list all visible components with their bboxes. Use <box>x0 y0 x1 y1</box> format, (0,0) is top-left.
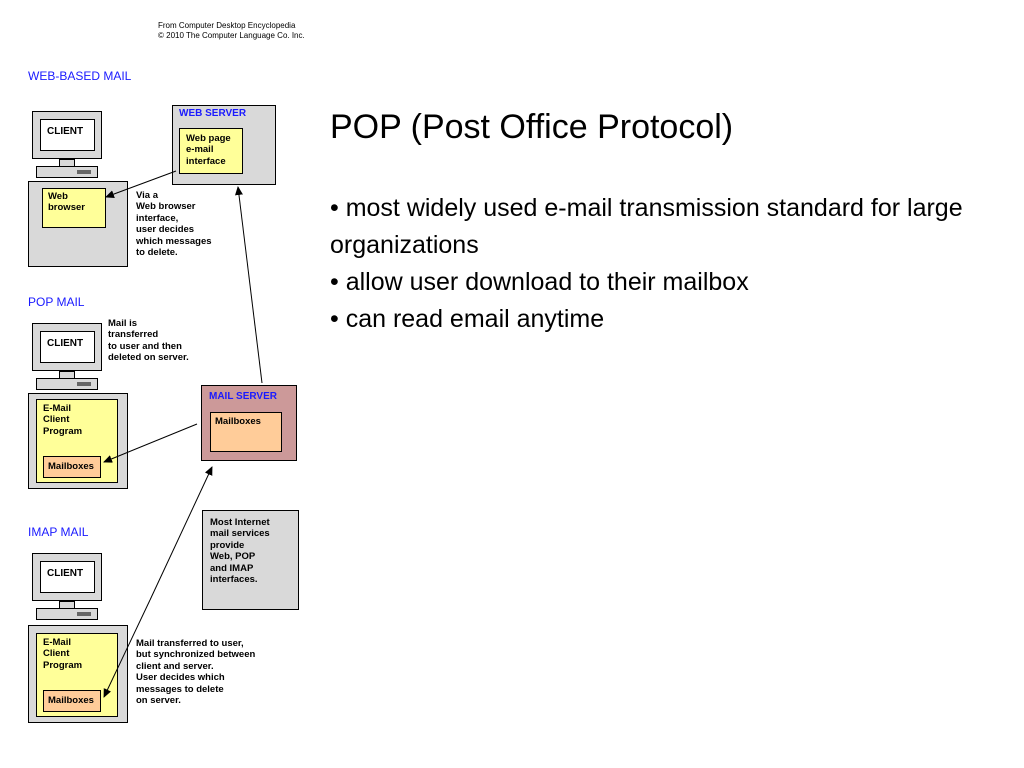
web-page-interface-box: Web page e-mail interface <box>179 128 243 174</box>
credit-line-1: From Computer Desktop Encyclopedia <box>158 21 296 30</box>
arrow-imap-link-to-mailboxes <box>103 599 151 698</box>
web-browser-box: Web browser <box>42 188 106 228</box>
pop-mail-note: Mail is transferred to user and then del… <box>108 318 189 364</box>
bullet-3: • can read email anytime <box>330 305 605 333</box>
imap-program-label: E-Mail Client Program <box>43 637 83 671</box>
source-credit: From Computer Desktop Encyclopedia © 201… <box>158 21 305 41</box>
mail-server-box: MAIL SERVER Mailboxes <box>201 385 297 461</box>
diagram-arrows <box>103 170 263 698</box>
arrow-web-server-to-browser <box>105 170 177 198</box>
web-server-title: WEB SERVER <box>179 108 247 119</box>
slide-bullets: • most widely used e-mail transmission s… <box>330 190 1010 338</box>
arrow-mail-server-to-web-server <box>235 186 263 384</box>
imap-mailboxes-box: Mailboxes <box>43 690 101 712</box>
imap-mail-note: Mail transferred to user, but synchroniz… <box>136 638 256 707</box>
pop-client-label: CLIENT <box>40 331 95 363</box>
bullet-2: • allow user download to their mailbox <box>330 268 749 296</box>
arrow-mail-server-to-pop-mailboxes <box>103 423 198 463</box>
pop-mail-title: POP MAIL <box>28 295 85 309</box>
imap-client-label: CLIENT <box>40 561 95 593</box>
slide-title: POP (Post Office Protocol) <box>330 108 734 146</box>
web-server-box: WEB SERVER Web page e-mail interface <box>172 105 276 185</box>
credit-line-2: © 2010 The Computer Language Co. Inc. <box>158 31 305 40</box>
arrow-imap-link-to-server <box>149 466 213 601</box>
web-mail-title: WEB-BASED MAIL <box>28 69 132 83</box>
pop-program-label: E-Mail Client Program <box>43 403 83 437</box>
info-box: Most Internet mail services provide Web,… <box>202 510 299 610</box>
web-mail-note: Via a Web browser interface, user decide… <box>136 190 212 259</box>
mail-server-mailboxes-box: Mailboxes <box>210 412 282 452</box>
mail-server-title: MAIL SERVER <box>209 391 277 402</box>
web-client-label: CLIENT <box>40 119 95 151</box>
imap-mail-title: IMAP MAIL <box>28 525 89 539</box>
pop-mailboxes-box: Mailboxes <box>43 456 101 478</box>
bullet-1: • most widely used e-mail transmission s… <box>330 194 963 259</box>
